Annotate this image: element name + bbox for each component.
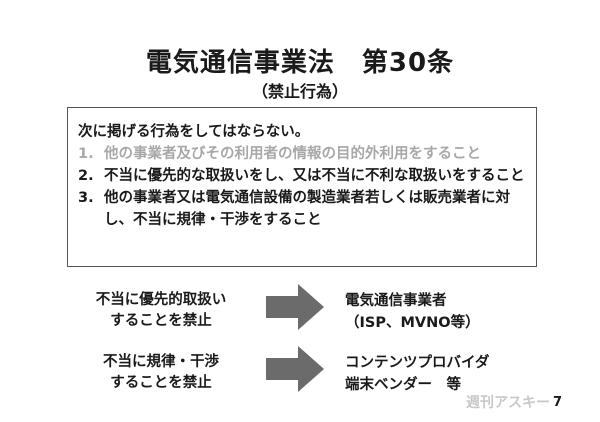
box-intro: 次に掲げる行為をしてはならない。 [78, 124, 310, 140]
target-label-line2: （ISP、MVNO等） [345, 315, 480, 331]
prohibition-label-line1: 不当に規律・干渉 [103, 354, 219, 370]
page-title: 電気通信事業法 第30条 [145, 48, 455, 78]
watermark: 週刊アスキー [466, 395, 550, 411]
page-subtitle: （禁止行為） [251, 82, 348, 101]
prohibition-row-1: 不当に優先的取扱い することを禁止 電気通信事業者 （ISP、MVNO等） [0, 284, 600, 338]
target-label-line1: 電気通信事業者 [345, 293, 447, 309]
list-item: 1. 他の事業者及びその利用者の情報の目的外利用をすること [78, 143, 526, 165]
target-label: コンテンツプロバイダ 端末ベンダー 等 [345, 352, 545, 396]
item-text: 不当に優先的な取扱いをし、又は不当に不利な取扱いをすること [104, 168, 525, 184]
prohibition-row-2: 不当に規律・干渉 することを禁止 コンテンツプロバイダ 端末ベンダー 等 [0, 346, 600, 400]
prohibition-label: 不当に規律・干渉 することを禁止 [86, 352, 236, 394]
target-label-line1: コンテンツプロバイダ [345, 355, 490, 371]
list-item: 3. 他の事業者又は電気通信設備の製造業者若しくは販売業者に対し、不当に規律・干… [78, 187, 526, 231]
right-arrow-icon [266, 346, 324, 392]
item-number: 3. [78, 190, 94, 206]
target-label-line2: 端末ベンダー 等 [345, 377, 461, 393]
item-text: 他の事業者及びその利用者の情報の目的外利用をすること [104, 146, 481, 162]
item-number: 2. [78, 168, 94, 184]
prohibition-label-line2: することを禁止 [110, 313, 212, 329]
target-label: 電気通信事業者 （ISP、MVNO等） [345, 290, 545, 334]
prohibition-label-line1: 不当に優先的取扱い [95, 292, 227, 308]
item-text: 他の事業者又は電気通信設備の製造業者若しくは販売業者に対し、不当に規律・干渉をす… [104, 190, 510, 228]
prohibition-label-line2: することを禁止 [110, 375, 212, 391]
page-number: 7 [552, 395, 562, 410]
prohibition-label: 不当に優先的取扱い することを禁止 [86, 290, 236, 332]
list-item: 2. 不当に優先的な取扱いをし、又は不当に不利な取扱いをすること [78, 165, 526, 187]
right-arrow-icon [266, 284, 324, 330]
item-number: 1. [78, 146, 94, 162]
law-text-box: 次に掲げる行為をしてはならない。 1. 他の事業者及びその利用者の情報の目的外利… [67, 107, 537, 267]
